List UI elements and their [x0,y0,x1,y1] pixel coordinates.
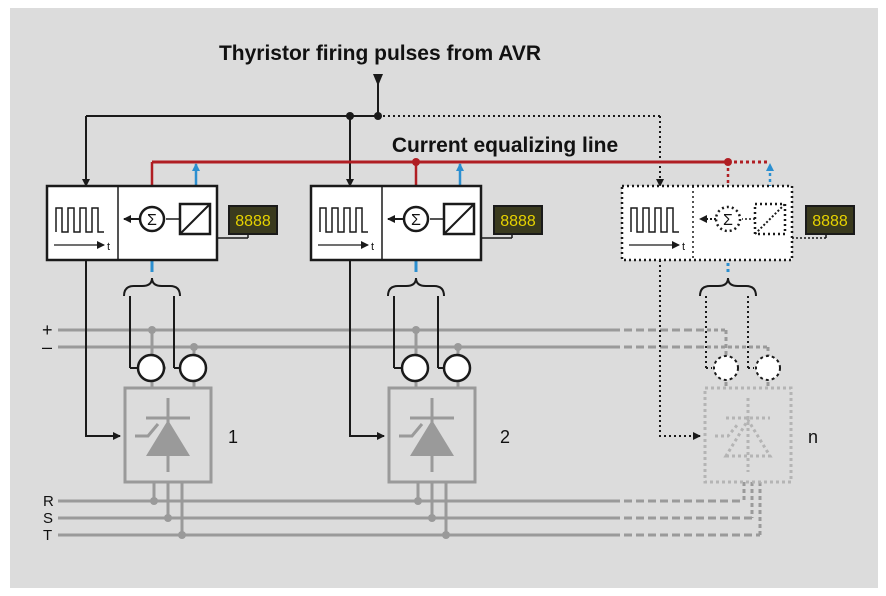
controller-unit-2: t Σ [309,184,483,262]
sum-symbol: Σ [147,212,157,229]
junction-dot [374,112,382,120]
current-transformer-icon [755,355,781,381]
ac-phase-s-label: S [43,510,53,527]
thyristor-icon [123,386,213,484]
ac-phase-t-label: T [43,527,52,544]
firing-pulse-lines [82,115,664,187]
converter-section-1: 1 [85,260,238,539]
dc-plus-label: + [42,320,53,340]
converter-icon [442,202,476,236]
digital-display-icon: 8888 [481,205,543,239]
digital-display-icon: 8888 [217,205,278,239]
junction-dot [346,112,354,120]
junction-dot [724,158,732,166]
summing-junction-icon [714,205,742,233]
current-transformer-icon [136,353,166,383]
bracket [123,277,757,297]
converter-section-n: n [659,260,818,535]
thyristor-icon [703,386,793,484]
equalizing-line-label: Current equalizing line [392,134,618,157]
controller-unit-n: t Σ [620,184,794,262]
dc-minus-label: – [42,337,52,357]
pulse-time-axis-label: t [682,241,685,253]
display-readout: 8888 [812,213,848,230]
sum-symbol: Σ [411,212,421,229]
converter-icon [178,202,212,236]
pulse-train-icon [319,207,368,233]
unit-number-label: 2 [500,427,510,447]
unit-number-label: 1 [228,427,238,447]
current-transformer-icon [713,355,739,381]
pulse-time-axis-label: t [107,241,110,253]
diagram-title: Thyristor firing pulses from AVR [219,42,541,65]
controller-unit-1: t Σ [45,184,219,262]
unit-number-label: n [808,427,818,447]
pulse-train-icon [630,207,679,233]
pulse-train-icon [55,207,104,233]
ac-phase-r-label: R [43,493,54,510]
current-transformer-icon [178,353,208,383]
sum-symbol: Σ [723,212,733,229]
current-transformer-icon [400,353,430,383]
display-readout: 8888 [500,213,536,230]
pulse-time-axis-label: t [371,241,374,253]
converter-section-2: 2 [349,260,510,539]
digital-display-icon: 8888 [792,205,855,239]
thyristor-icon [387,386,477,484]
current-transformer-icon [442,353,472,383]
junction-dot [412,158,420,166]
converter-icon [753,202,787,236]
avr-input-arrow [373,74,383,116]
display-readout: 8888 [235,213,271,230]
